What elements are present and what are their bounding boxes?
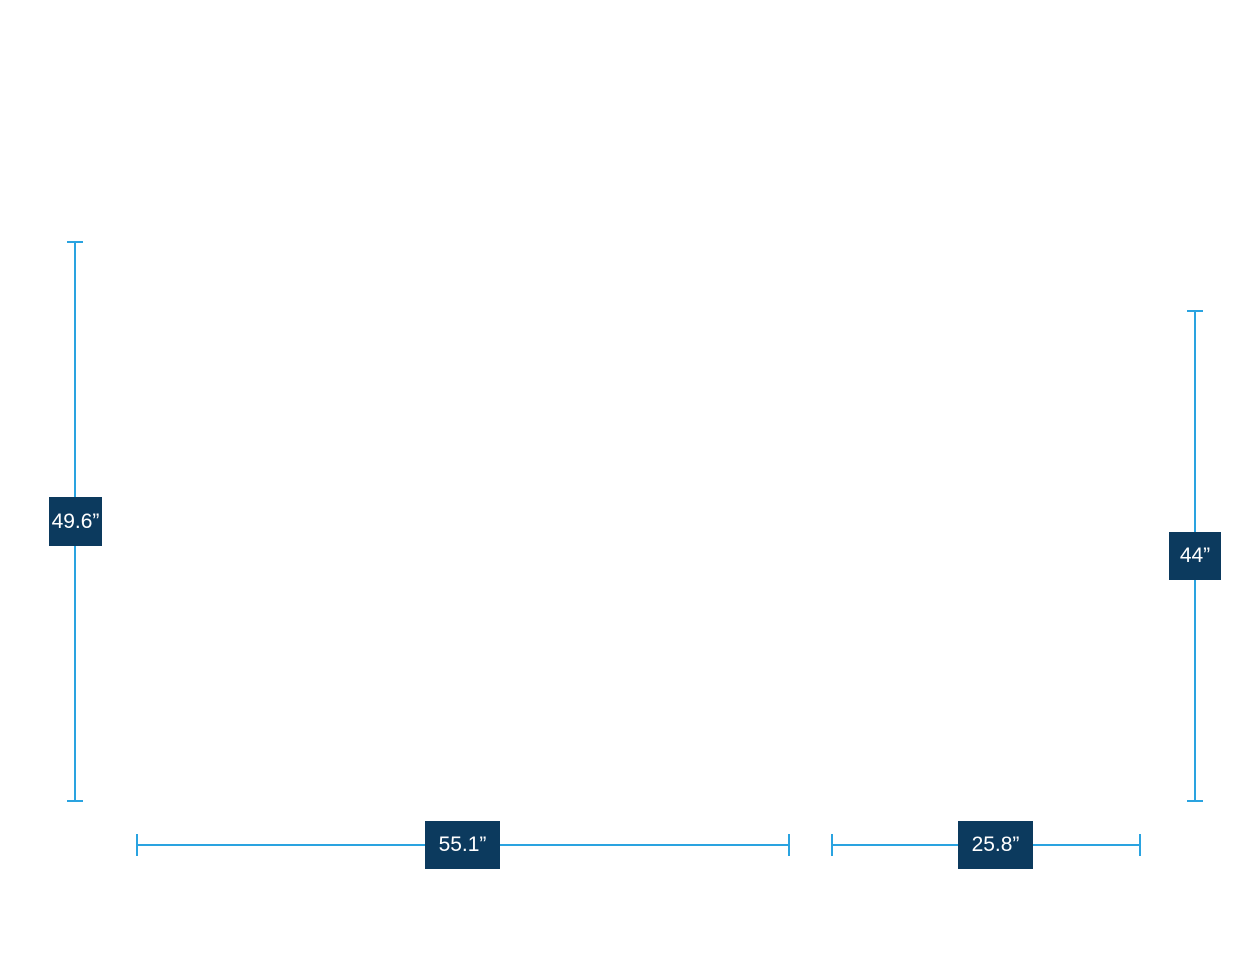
dimension-label-width-side: 25.8”: [958, 821, 1033, 869]
dimension-label-height-right: 44”: [1169, 532, 1221, 580]
dimension-label-height-left: 49.6”: [49, 497, 102, 546]
dimension-label-width-main: 55.1”: [425, 821, 500, 869]
